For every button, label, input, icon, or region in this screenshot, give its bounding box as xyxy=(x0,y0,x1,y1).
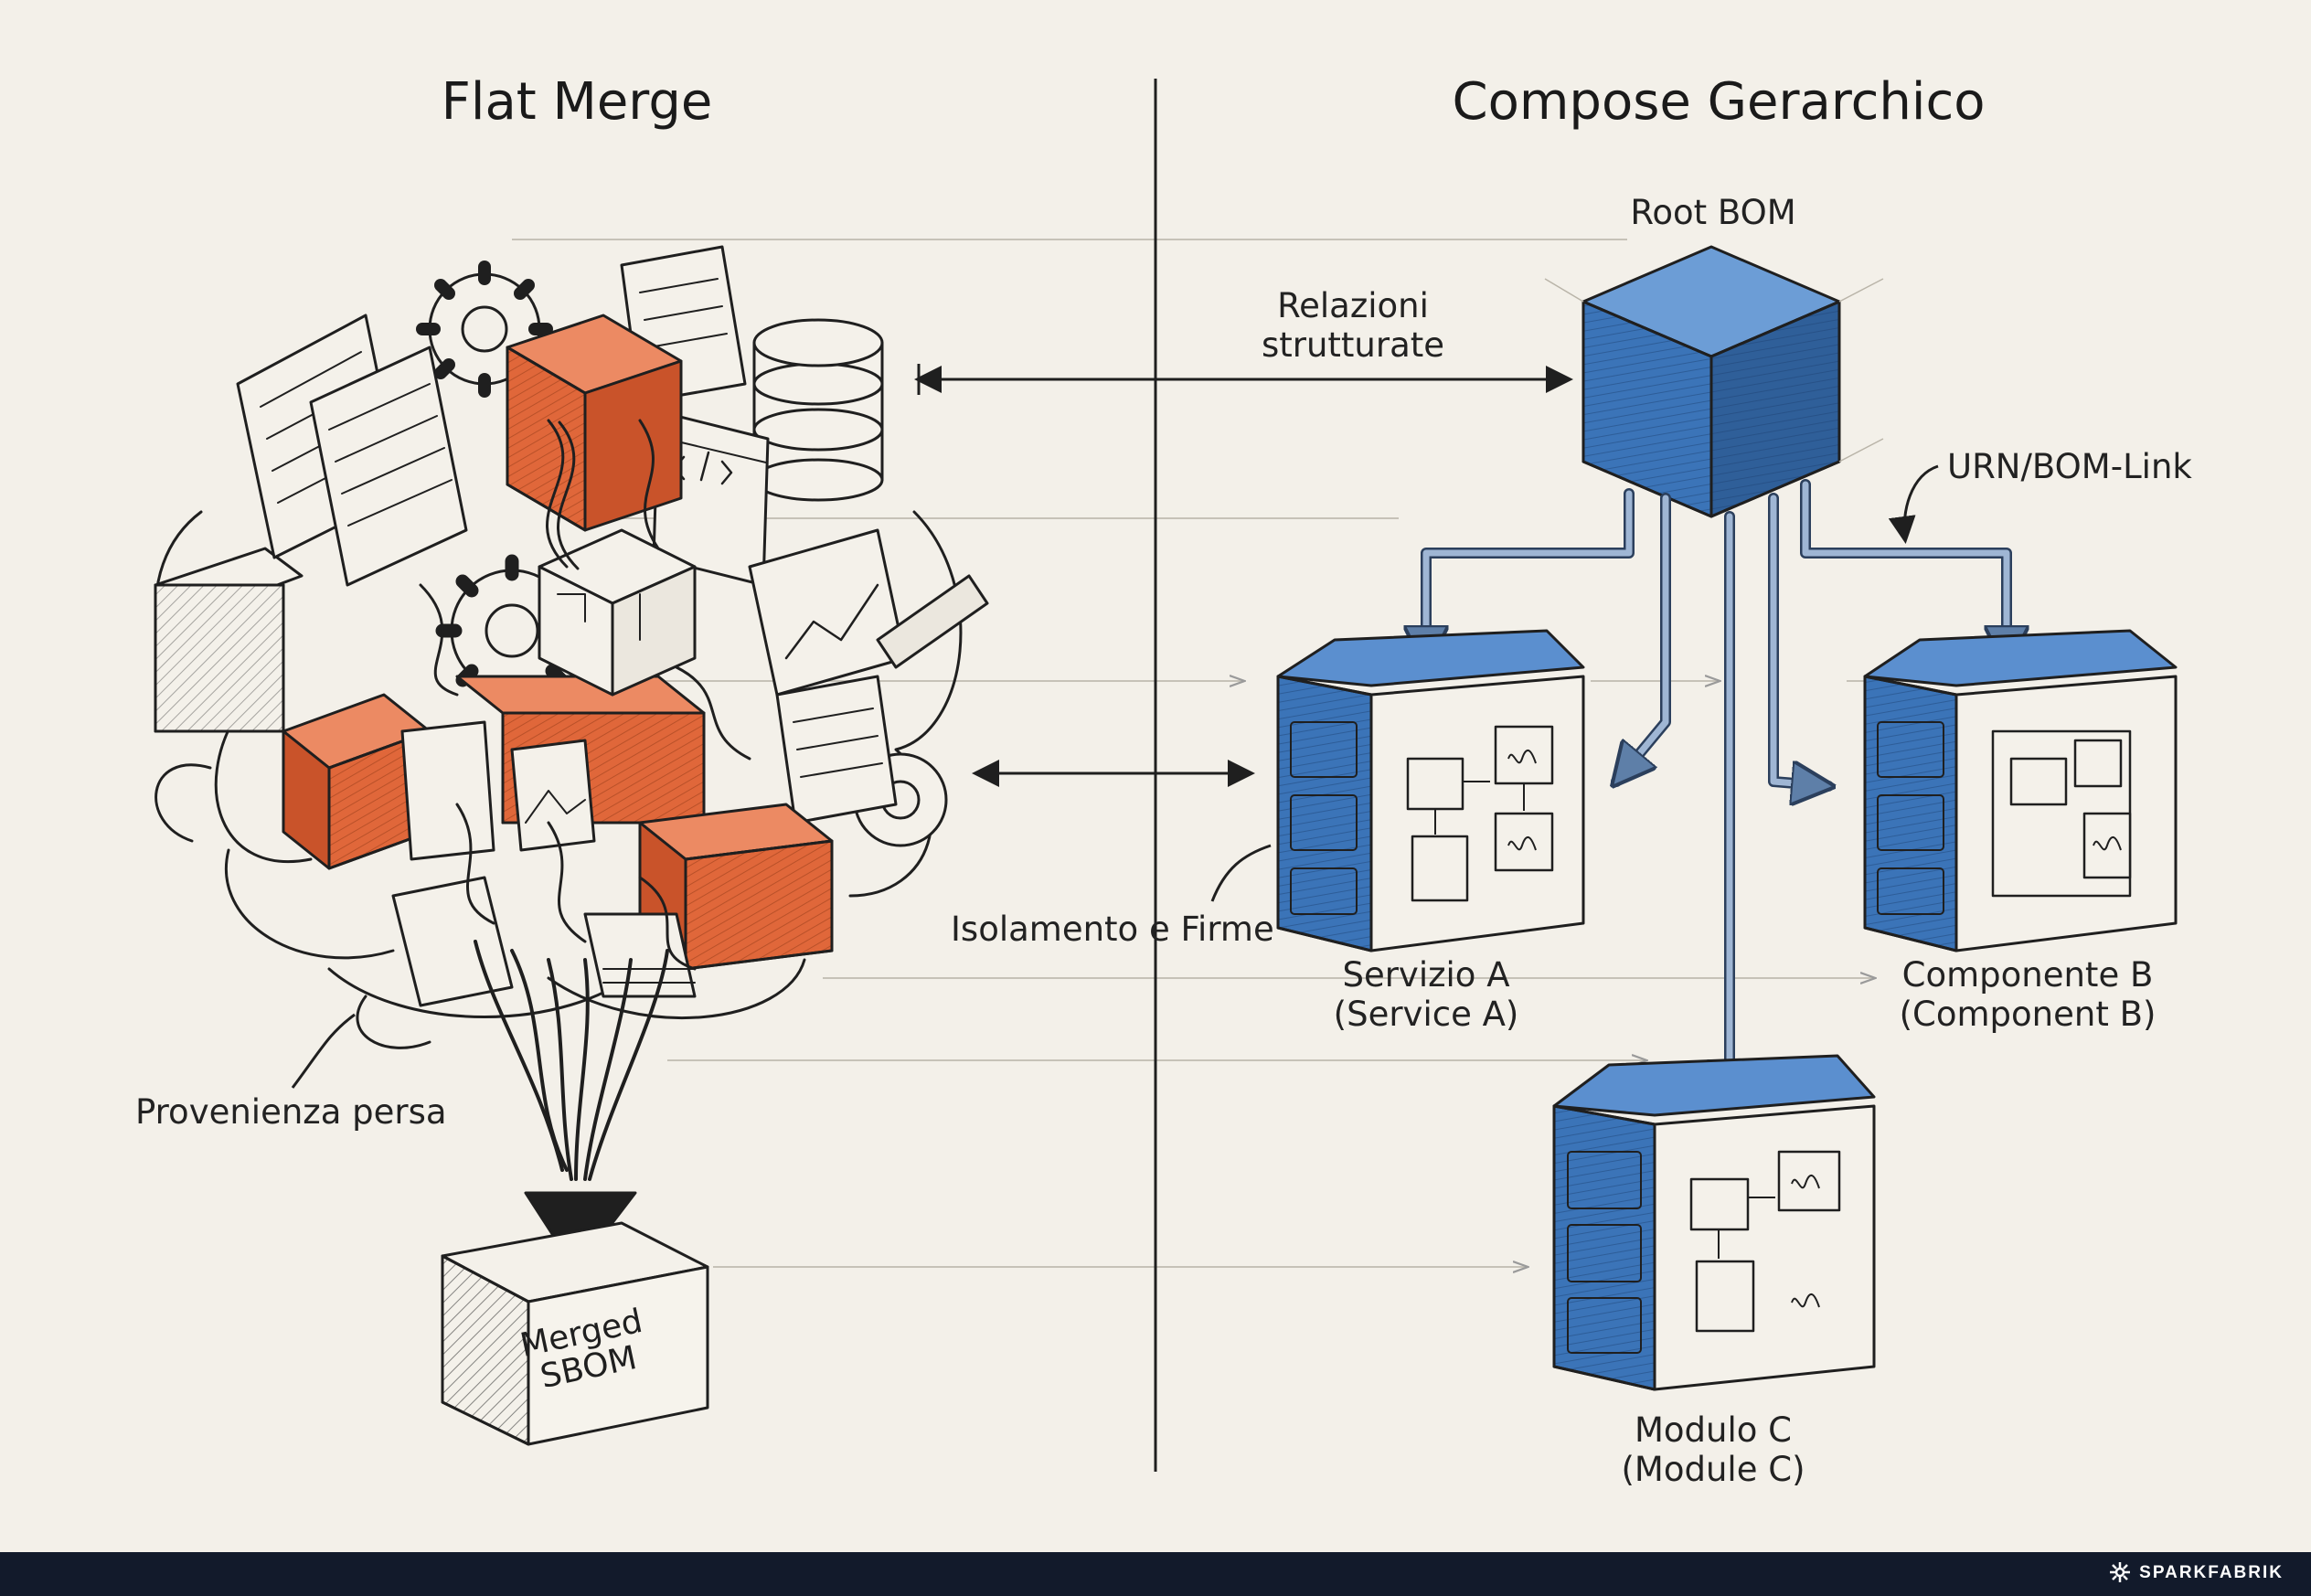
pipe-icon xyxy=(876,574,989,669)
service-a-line-2: (Service A) xyxy=(1333,994,1519,1034)
isolation-label: Isolamento e Firme xyxy=(951,910,1274,949)
provenance-pointer xyxy=(291,1013,356,1089)
module-c-box xyxy=(1552,1054,1876,1391)
brand-name: SPARKFABRIK xyxy=(2139,1563,2284,1582)
document-icon xyxy=(775,675,898,825)
component-b-box xyxy=(1863,629,2178,952)
funnel-strands xyxy=(474,940,669,1181)
component-b-line-2: (Component B) xyxy=(1899,994,2157,1034)
sparkfabrik-logo-icon xyxy=(2110,1562,2131,1582)
footer-bar: SPARKFABRIK xyxy=(0,1552,2311,1596)
module-c-line-1: Modulo C xyxy=(1634,1410,1793,1450)
relations-label: Relazioni strutturate xyxy=(1261,286,1445,365)
component-b-line-1: Componente B xyxy=(1901,955,2154,995)
diagram-artwork xyxy=(154,79,2178,1472)
service-a-label: Servizio A (Service A) xyxy=(1333,955,1519,1034)
orange-box xyxy=(638,803,834,971)
relations-line-1: Relazioni xyxy=(1277,286,1429,325)
service-a-line-1: Servizio A xyxy=(1342,955,1510,995)
database-cylinder-icon xyxy=(752,318,884,502)
root-bom-cube xyxy=(1544,245,1884,518)
root-bom-label: Root BOM xyxy=(1630,193,1796,232)
brand-logo: SPARKFABRIK xyxy=(2110,1562,2284,1583)
urn-pointer xyxy=(1888,464,1939,544)
image-document-icon xyxy=(400,720,596,861)
title-compose-gerarchico: Compose Gerarchico xyxy=(1452,72,1986,132)
title-flat-merge: Flat Merge xyxy=(441,72,713,132)
merged-sbom-box xyxy=(441,1221,709,1446)
orange-box xyxy=(506,314,683,532)
relations-line-2: strutturate xyxy=(1261,325,1445,365)
isolation-pointer xyxy=(1210,844,1272,902)
chart-document-icon xyxy=(748,528,907,697)
component-b-label: Componente B (Component B) xyxy=(1899,955,2157,1034)
bom-link-pipes xyxy=(1426,479,2007,1097)
module-c-line-2: (Module C) xyxy=(1621,1449,1805,1489)
rack-server xyxy=(154,547,304,733)
tangled-ribbons xyxy=(419,419,751,971)
provenance-label: Provenienza persa xyxy=(135,1092,447,1132)
document-icon xyxy=(309,346,468,587)
module-c-label: Modulo C (Module C) xyxy=(1621,1410,1805,1489)
service-a-box xyxy=(1276,629,1585,952)
component-cube xyxy=(538,528,697,697)
tangled-cluster xyxy=(154,245,989,1272)
urn-bom-link-label: URN/BOM-Link xyxy=(1947,447,2192,486)
